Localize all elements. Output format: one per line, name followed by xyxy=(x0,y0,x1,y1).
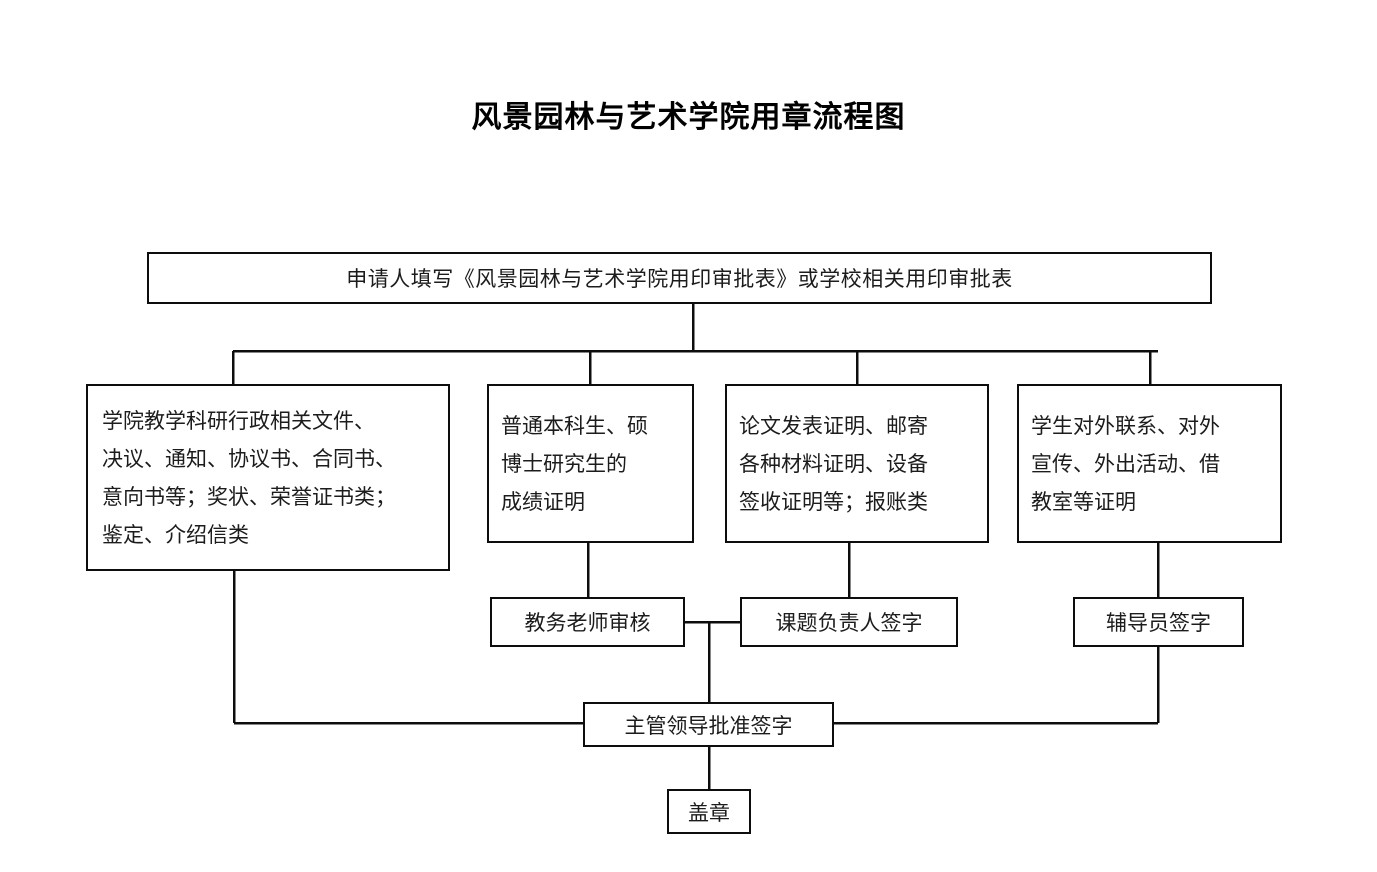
page-title: 风景园林与艺术学院用章流程图 xyxy=(471,100,906,135)
node-review-academic-affairs-teacher-label: 教务老师审核 xyxy=(524,611,651,635)
node-approve-leader-signature-label: 主管领导批准签字 xyxy=(624,713,793,738)
text-line: 学生对外联系、对外 xyxy=(1031,413,1220,438)
node-review-counselor-label: 辅导员签字 xyxy=(1106,611,1211,635)
text-line: 学院教学科研行政相关文件、 xyxy=(102,408,375,433)
node-review-counselor[interactable]: 辅导员签字 xyxy=(1073,597,1244,647)
node-category-transcripts[interactable]: 普通本科生、硕 博士研究生的 成绩证明 xyxy=(487,384,694,543)
text-line: 成绩证明 xyxy=(501,489,585,514)
text-line: 签收证明等；报账类 xyxy=(739,489,928,514)
text-line: 教室等证明 xyxy=(1031,489,1136,514)
node-approve-leader-signature[interactable]: 主管领导批准签字 xyxy=(583,702,834,747)
node-stamp-label: 盖章 xyxy=(688,800,730,825)
text-line: 各种材料证明、设备 xyxy=(739,451,928,476)
text-line: 博士研究生的 xyxy=(501,451,627,476)
text-line: 意向书等；奖状、荣誉证书类； xyxy=(102,484,396,509)
node-apply[interactable]: 申请人填写《风景园林与艺术学院用印审批表》或学校相关用印审批表 xyxy=(147,252,1212,304)
node-category-research-proofs[interactable]: 论文发表证明、邮寄 各种材料证明、设备 签收证明等；报账类 xyxy=(725,384,989,543)
node-stamp[interactable]: 盖章 xyxy=(667,789,751,834)
node-category-documents-label: 学院教学科研行政相关文件、 决议、通知、协议书、合同书、 意向书等；奖状、荣誉证… xyxy=(88,402,448,554)
node-review-project-leader-label: 课题负责人签字 xyxy=(775,611,923,635)
text-line: 决议、通知、协议书、合同书、 xyxy=(102,446,396,471)
node-category-documents[interactable]: 学院教学科研行政相关文件、 决议、通知、协议书、合同书、 意向书等；奖状、荣誉证… xyxy=(86,384,450,571)
node-category-research-proofs-label: 论文发表证明、邮寄 各种材料证明、设备 签收证明等；报账类 xyxy=(727,407,987,521)
text-line: 鉴定、介绍信类 xyxy=(102,522,249,547)
text-line: 普通本科生、硕 xyxy=(501,413,648,438)
node-category-transcripts-label: 普通本科生、硕 博士研究生的 成绩证明 xyxy=(489,407,692,521)
node-category-student-activities-label: 学生对外联系、对外 宣传、外出活动、借 教室等证明 xyxy=(1019,407,1280,521)
node-review-project-leader[interactable]: 课题负责人签字 xyxy=(740,597,958,647)
text-line: 论文发表证明、邮寄 xyxy=(739,413,928,438)
node-category-student-activities[interactable]: 学生对外联系、对外 宣传、外出活动、借 教室等证明 xyxy=(1017,384,1282,543)
node-review-academic-affairs-teacher[interactable]: 教务老师审核 xyxy=(490,597,685,647)
node-apply-label: 申请人填写《风景园林与艺术学院用印审批表》或学校相关用印审批表 xyxy=(346,267,1013,291)
text-line: 宣传、外出活动、借 xyxy=(1031,451,1220,476)
